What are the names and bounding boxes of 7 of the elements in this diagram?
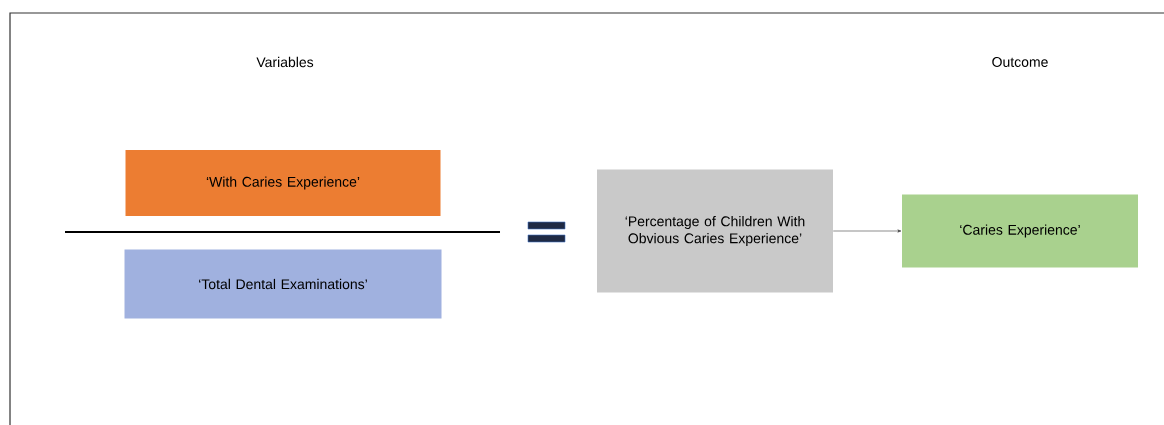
arrow [832, 229, 902, 233]
heading: Variables [256, 56, 314, 68]
result-box: ‘Percentage of Children With Obvious Caries Experience’ [597, 169, 833, 293]
outcome-box: ‘Caries Experience’ [902, 194, 1138, 268]
numerator-box: ‘With Caries Experience’ [125, 150, 441, 216]
denominator-box: ‘Total Dental Examinations’ [124, 249, 442, 319]
heading: Outcome [992, 57, 1048, 67]
